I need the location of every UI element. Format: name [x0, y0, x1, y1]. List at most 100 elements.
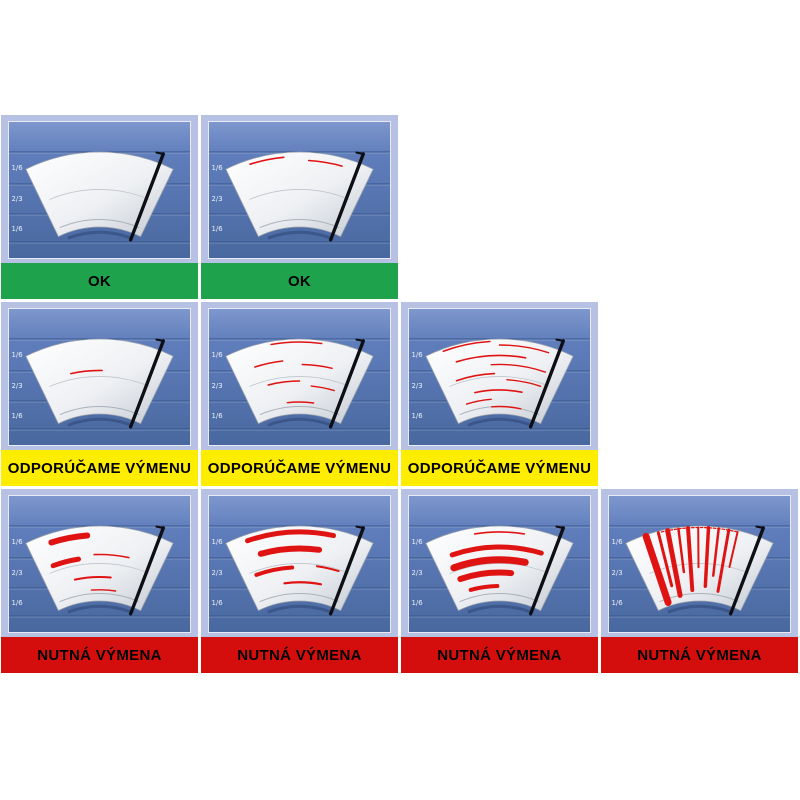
status-label-replace: NUTNÁ VÝMENA — [1, 637, 198, 673]
sweep-mid-arc — [49, 189, 150, 200]
scale-labels: 1/62/31/6 — [411, 351, 422, 420]
wiper-image-area: 1/6 2/3 1/6 — [1, 302, 198, 450]
status-label-ok: OK — [201, 263, 398, 299]
status-label-recommend: ODPORÚČAME VÝMENU — [201, 450, 398, 486]
wiper-blade — [528, 338, 565, 429]
wiper-image-area: 1/6 2/3 1/6 — [401, 489, 598, 637]
wiper-sweep-area — [225, 525, 374, 612]
wiper-image-area: 1/6 2/3 1/6 — [201, 489, 398, 637]
wiper-sweep-illustration: 1/6 2/3 1/6 — [209, 309, 390, 445]
wiper-blade — [528, 525, 565, 616]
sweep-inner-arc — [59, 592, 140, 603]
svg-text:1/6: 1/6 — [11, 164, 22, 172]
svg-text:2/3: 2/3 — [11, 195, 22, 203]
wiper-screen: 1/6 2/3 1/6 — [8, 495, 191, 633]
wiper-sweep-illustration: 1/6 2/3 1/6 — [9, 309, 190, 445]
sweep-shadow — [667, 604, 732, 614]
svg-text:2/3: 2/3 — [11, 569, 22, 577]
svg-text:1/6: 1/6 — [211, 164, 222, 172]
wiper-sweep-area — [425, 525, 574, 612]
sweep-shadow — [267, 604, 332, 614]
wiper-blade — [328, 338, 365, 429]
scale-labels: 1/62/31/6 — [611, 538, 622, 607]
wiper-sweep-illustration: 1/62/31/6 — [9, 122, 190, 258]
sweep-shadow — [267, 230, 332, 240]
wear-streaks — [449, 531, 544, 592]
svg-text:2/3: 2/3 — [411, 382, 422, 390]
scale-labels: 1/6 2/3 1/6 — [11, 351, 22, 420]
sweep-shadow — [67, 417, 132, 427]
sweep-mid-arc — [49, 563, 150, 574]
wiper-sweep-area — [25, 338, 174, 425]
svg-text:1/6: 1/6 — [11, 599, 22, 607]
wear-streaks — [442, 340, 550, 410]
svg-text:2/3: 2/3 — [611, 569, 622, 577]
wiper-sweep-illustration: 1/62/31/6 — [409, 309, 590, 445]
svg-text:1/6: 1/6 — [11, 351, 22, 359]
svg-text:1/6: 1/6 — [211, 412, 222, 420]
wiper-screen: 1/6 2/3 1/6 — [208, 308, 391, 446]
wiper-image-area: 1/6 2/3 1/6 — [201, 302, 398, 450]
wear-streaks — [245, 529, 340, 586]
wiper-sweep-area — [25, 525, 174, 612]
status-label-replace: NUTNÁ VÝMENA — [401, 637, 598, 673]
sweep-inner-arc — [59, 405, 140, 416]
sweep-inner-arc — [59, 218, 140, 229]
sweep-mid-arc — [249, 189, 350, 200]
svg-text:1/6: 1/6 — [411, 538, 422, 546]
svg-text:1/6: 1/6 — [211, 538, 222, 546]
water-drip-streaks — [642, 525, 739, 606]
sweep-shadow — [67, 604, 132, 614]
wiper-sweep-illustration: 1/6 2/3 1/6 — [409, 496, 590, 632]
svg-text:2/3: 2/3 — [11, 382, 22, 390]
svg-text:2/3: 2/3 — [211, 569, 222, 577]
wiper-blade — [128, 525, 165, 616]
wiper-sweep-area — [25, 151, 174, 238]
status-label-replace: NUTNÁ VÝMENA — [201, 637, 398, 673]
svg-text:1/6: 1/6 — [611, 599, 622, 607]
wiper-sweep-illustration: 1/62/31/6 — [209, 122, 390, 258]
wear-streaks — [254, 341, 335, 404]
svg-text:1/6: 1/6 — [211, 351, 222, 359]
wiper-screen: 1/6 2/3 1/6 — [408, 495, 591, 633]
sweep-mid-arc — [449, 563, 550, 574]
sweep-inner-arc — [259, 405, 340, 416]
status-label-recommend: ODPORÚČAME VÝMENU — [1, 450, 198, 486]
svg-text:2/3: 2/3 — [411, 569, 422, 577]
sweep-mid-arc — [49, 376, 150, 387]
wiper-screen: 1/6 2/3 1/6 — [8, 308, 191, 446]
wiper-blade — [128, 151, 165, 242]
status-label-ok: OK — [1, 263, 198, 299]
wear-streaks — [70, 369, 103, 375]
svg-text:1/6: 1/6 — [11, 412, 22, 420]
sweep-inner-arc — [459, 592, 540, 603]
scale-labels: 1/62/31/6 — [11, 164, 22, 233]
svg-text:1/6: 1/6 — [211, 599, 222, 607]
svg-text:1/6: 1/6 — [411, 599, 422, 607]
wiper-screen: 1/6 2/3 1/6 — [208, 495, 391, 633]
sweep-shadow — [67, 230, 132, 240]
wear-streaks — [249, 156, 343, 167]
svg-text:2/3: 2/3 — [211, 195, 222, 203]
wiper-sweep-illustration: 1/6 2/3 1/6 — [209, 496, 390, 632]
svg-text:2/3: 2/3 — [211, 382, 222, 390]
sweep-inner-arc — [259, 218, 340, 229]
wiper-sweep-illustration: 1/62/31/6 — [609, 496, 790, 632]
scale-labels: 1/62/31/6 — [211, 164, 222, 233]
scale-labels: 1/6 2/3 1/6 — [211, 538, 222, 607]
svg-text:1/6: 1/6 — [411, 351, 422, 359]
sweep-mid-arc — [249, 563, 350, 574]
svg-text:1/6: 1/6 — [11, 538, 22, 546]
